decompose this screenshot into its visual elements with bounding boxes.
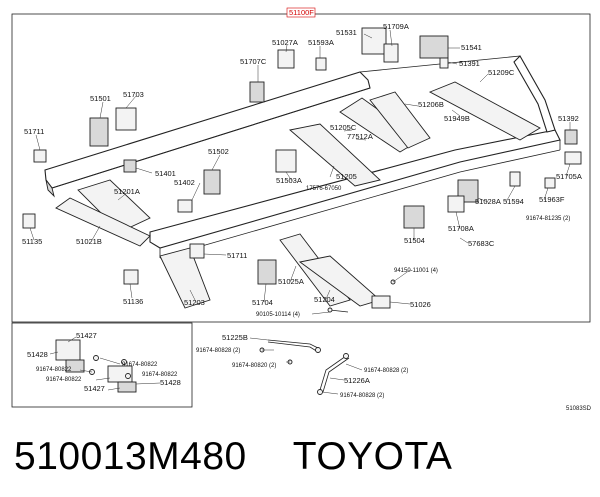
- callout-51503a: 51503A: [276, 176, 302, 185]
- frame-rails: [44, 55, 561, 259]
- callout-51427-b: 51427: [84, 384, 105, 393]
- callout-91674-80822-b: 91674-80822: [36, 367, 72, 373]
- callout-51504: 51504: [404, 236, 425, 245]
- callout-91674-80820: 91674-80820 (2): [232, 363, 276, 369]
- callout-51707c: 51707C: [240, 57, 267, 66]
- callout-91674-80828-b: 91674-80828 (2): [364, 368, 408, 374]
- inset-parts: [55, 339, 137, 393]
- callout-51226a: 51226A: [344, 376, 370, 385]
- callout-51427-a: 51427: [76, 331, 97, 340]
- callout-51136: 51136: [123, 297, 143, 306]
- callout-51708a: 51708A: [448, 224, 474, 233]
- callout-51402: 51402: [174, 178, 195, 187]
- parts-diagram: 51100F: [11, 7, 592, 412]
- callout-51392: 51392: [558, 114, 579, 123]
- callout-51135: 51135: [22, 237, 42, 246]
- callout-51705a: 51705A: [556, 172, 582, 181]
- caption-bar: 510013M480 TOYOTA: [14, 432, 594, 482]
- callout-91674-80828-c: 91674-80828 (2): [340, 393, 384, 399]
- callout-90105-10114: 90105-10114 (4): [256, 312, 300, 318]
- callout-91674-80822-c: 91674-80822: [142, 372, 178, 378]
- callout-51711-b: 51711: [227, 251, 247, 260]
- callout-51205c: 51205C: [330, 123, 357, 132]
- leader-lines: [29, 29, 571, 395]
- brand-name: TOYOTA: [292, 435, 453, 478]
- callout-51502: 51502: [208, 147, 229, 156]
- callout-91674-80822-d: 91674-80822: [46, 377, 82, 383]
- callout-91674-80822-a: 91674-80822: [122, 362, 158, 368]
- callout-51391: 51391: [459, 59, 480, 68]
- callout-51501: 51501: [90, 94, 111, 103]
- callout-51704: 51704: [252, 298, 273, 307]
- callout-77512a: 77512A: [347, 132, 373, 141]
- callout-51711-a: 51711: [24, 127, 44, 136]
- callout-51225b: 51225B: [222, 333, 248, 342]
- callout-51021b: 51021B: [76, 237, 102, 246]
- corner-code: 51083SD: [566, 406, 592, 412]
- callout-91674-81235: 91674-81235 (2): [526, 216, 570, 222]
- callout-51201a: 51201A: [114, 187, 140, 196]
- callout-51205: 51205: [336, 172, 357, 181]
- callout-51428-b: 51428: [160, 378, 181, 387]
- callout-51028a: 51028A: [475, 197, 501, 206]
- callout-57683c: 57683C: [468, 239, 495, 248]
- callout-91674-80828-a: 91674-80828 (2): [196, 348, 240, 354]
- callout-51206b: 51206B: [418, 100, 444, 109]
- callout-17576-67050: 17576-67050: [306, 186, 342, 192]
- callout-51541: 51541: [461, 43, 482, 52]
- callout-51593a: 51593A: [308, 38, 334, 47]
- callout-51025a: 51025A: [278, 277, 304, 286]
- callout-94150-11001: 94150-11001 (4): [394, 268, 438, 274]
- callout-51209c: 51209C: [488, 68, 515, 77]
- callout-51027a: 51027A: [272, 38, 298, 47]
- brackets: [22, 27, 582, 309]
- callout-51026: 51026: [410, 300, 431, 309]
- header-code: 51100F: [289, 8, 314, 17]
- callout-51703: 51703: [123, 90, 144, 99]
- callout-labels: 51531 51709A 51027A 51593A 51541 51707C …: [22, 22, 592, 412]
- header-code-box: [286, 7, 316, 18]
- callout-51203: 51203: [184, 298, 205, 307]
- callout-51428-a: 51428: [27, 350, 48, 359]
- callout-51709a: 51709A: [383, 22, 409, 31]
- callout-51963f: 51963F: [539, 195, 565, 204]
- inset-diagram-border: [11, 322, 193, 408]
- callout-51401: 51401: [155, 169, 176, 178]
- callout-51531: 51531: [336, 28, 357, 37]
- cross-members: [55, 81, 541, 309]
- callout-51204: 51204: [314, 295, 335, 304]
- part-number: 510013M480: [14, 435, 247, 478]
- callout-51594: 51594: [503, 197, 524, 206]
- callout-51949b: 51949B: [444, 114, 470, 123]
